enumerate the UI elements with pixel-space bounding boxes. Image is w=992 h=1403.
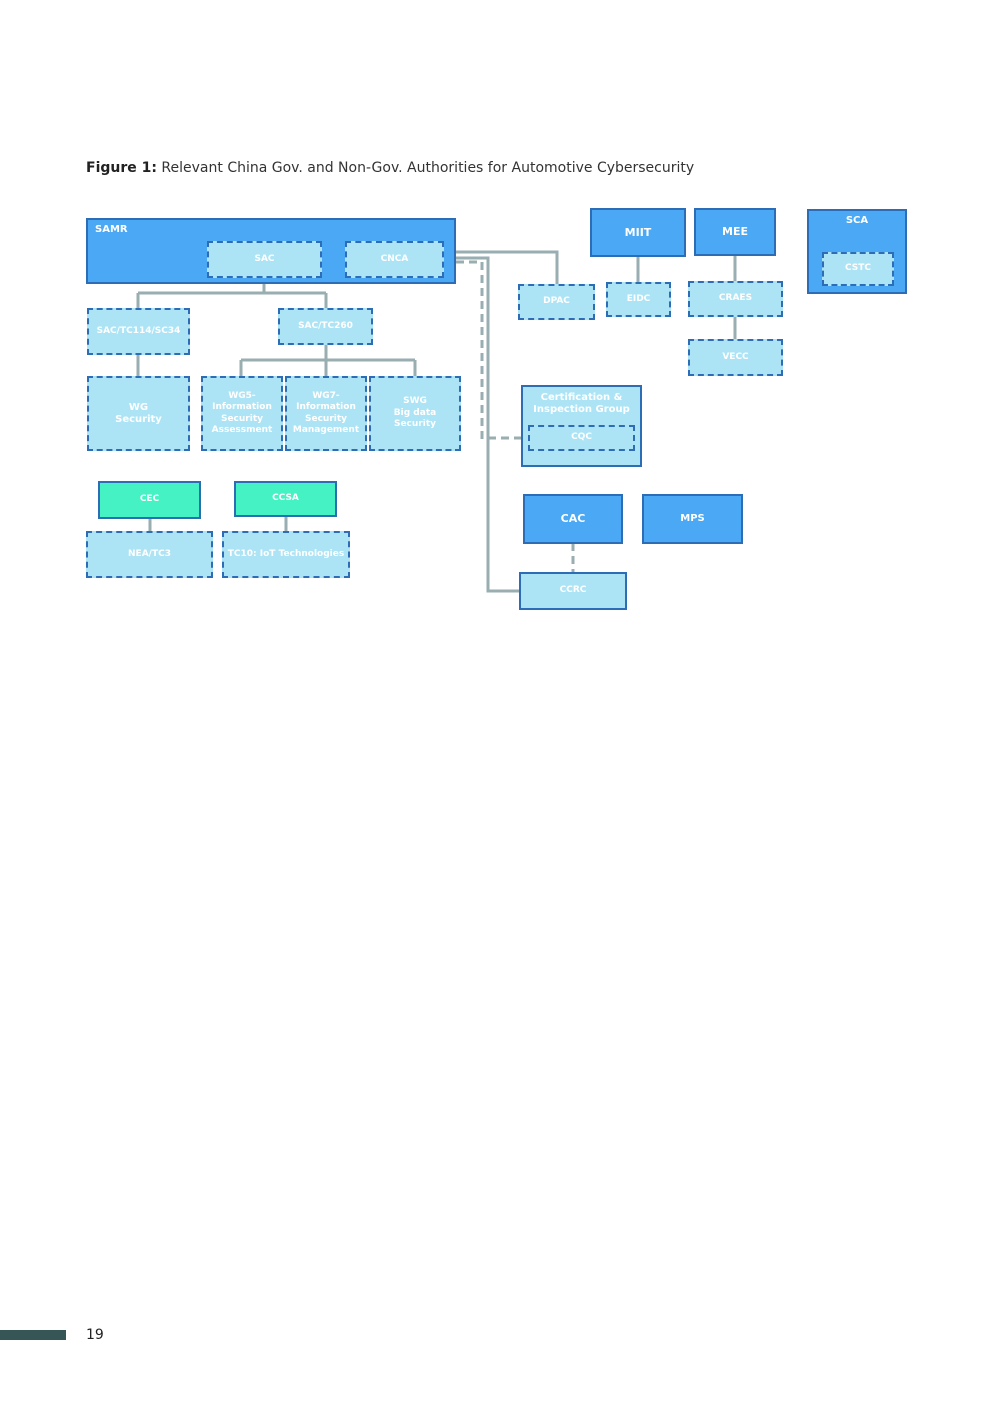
eidc-box: EIDC — [606, 282, 671, 317]
ccrc-box: CCRC — [519, 572, 627, 610]
cqc-box: CQC — [528, 425, 635, 451]
page-number: 19 — [86, 1327, 104, 1343]
figure-caption-label: Figure 1: — [86, 160, 157, 176]
wg5-box: WG5- Information Security Assessment — [201, 376, 283, 451]
tc10-box: TC10: IoT Technologies — [222, 531, 350, 578]
wg-security-box: WG Security — [87, 376, 190, 451]
miit-box: MIIT — [590, 208, 686, 257]
cac-box: CAC — [523, 494, 623, 544]
figure-caption-text: Relevant China Gov. and Non-Gov. Authori… — [161, 160, 695, 176]
ccsa-box: CCSA — [234, 481, 337, 517]
mee-box: MEE — [694, 208, 776, 256]
sca-label: SCA — [845, 215, 869, 226]
samr-label: SAMR — [95, 224, 128, 235]
vecc-box: VECC — [688, 339, 783, 376]
swg-box: SWG Big data Security — [369, 376, 461, 451]
connector-samr-ccrc — [455, 256, 520, 593]
sac-box: SAC — [207, 241, 322, 278]
page-footer-bar — [0, 1330, 66, 1340]
cert-group-label: Certification & Inspection Group — [533, 392, 630, 415]
cec-box: CEC — [98, 481, 201, 519]
sac-tc260-box: SAC/TC260 — [278, 308, 373, 345]
connector-samr-dpac — [455, 250, 559, 284]
wg7-box: WG7- Information Security Management — [285, 376, 367, 451]
dpac-box: DPAC — [518, 284, 595, 320]
cnca-box: CNCA — [345, 241, 444, 278]
mps-box: MPS — [642, 494, 743, 544]
cstc-box: CSTC — [822, 252, 894, 286]
connector-cnca-dashed — [456, 260, 484, 440]
nea-tc3-box: NEA/TC3 — [86, 531, 213, 578]
sac-tc114-box: SAC/TC114/SC34 — [87, 308, 190, 355]
figure-caption: Figure 1: Relevant China Gov. and Non-Go… — [86, 160, 694, 176]
craes-box: CRAES — [688, 281, 783, 317]
